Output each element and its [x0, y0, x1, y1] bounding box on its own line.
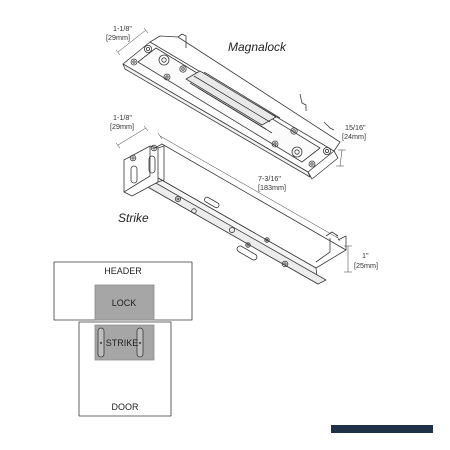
magnalock-width-mm: [29mm] [106, 33, 130, 42]
strike-block [94, 324, 155, 361]
header-label: HEADER [104, 266, 142, 276]
strike-height-in: 1" [362, 251, 369, 260]
door-label: DOOR [112, 402, 140, 412]
footer-bar [331, 425, 433, 433]
strike-height-mm: [25mm] [354, 261, 378, 270]
install-schematic [53, 261, 193, 417]
lock-block [94, 284, 155, 321]
strike-width-mm: [29mm] [110, 122, 134, 131]
strike-title: Strike [118, 211, 149, 225]
magnalock-depth-in: 15/16" [345, 123, 366, 132]
strike-dimension-lines [115, 125, 352, 273]
magnalock-drawing [122, 33, 341, 180]
strike-length-in: 7-3/16" [258, 174, 281, 183]
strike-drawing [123, 143, 347, 285]
magnalock-title: Magnalock [228, 40, 287, 54]
strike-label: STRIKE [106, 338, 139, 348]
magnalock-width-in: 1-1/8" [113, 24, 132, 33]
lock-label: LOCK [112, 298, 137, 308]
magnalock-depth-mm: [24mm] [342, 132, 366, 141]
magnalock-dimension-lines [115, 27, 346, 167]
strike-width-in: 1-1/8" [113, 113, 132, 122]
strike-length-mm: [183mm] [258, 183, 286, 192]
